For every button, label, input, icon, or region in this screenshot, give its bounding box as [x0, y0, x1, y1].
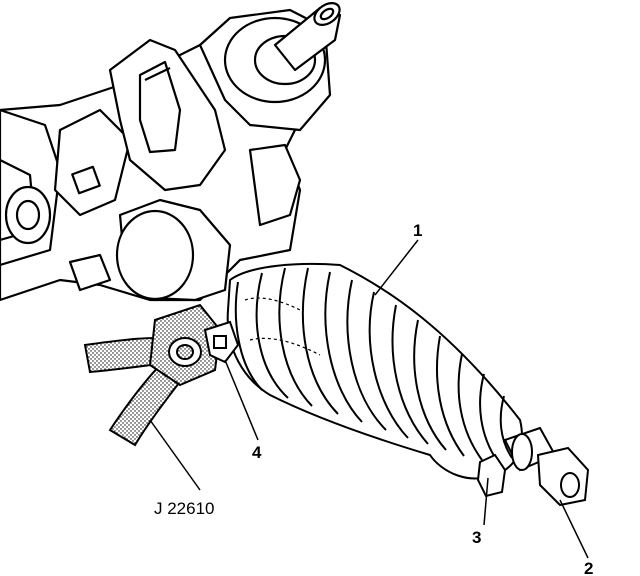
leader-3: [483, 477, 489, 526]
callout-4: 4: [252, 443, 262, 462]
jam-nut: [476, 453, 507, 498]
callout-3: 3: [472, 528, 481, 547]
steering-gear-housing: [0, 1, 342, 302]
leader-lines: [149, 239, 589, 559]
leader-tool: [149, 419, 201, 491]
tool-label: J 22610: [154, 499, 215, 518]
tie-rod-assembly: [476, 426, 590, 507]
leader-4: [224, 359, 259, 441]
leader-2: [559, 499, 589, 559]
callout-1: 1: [413, 221, 422, 240]
callout-2: 2: [584, 559, 593, 576]
rack-boot: [226, 262, 523, 480]
leader-1: [374, 239, 419, 296]
boot-clamp: [203, 320, 240, 364]
tool-pliers: [83, 303, 222, 447]
